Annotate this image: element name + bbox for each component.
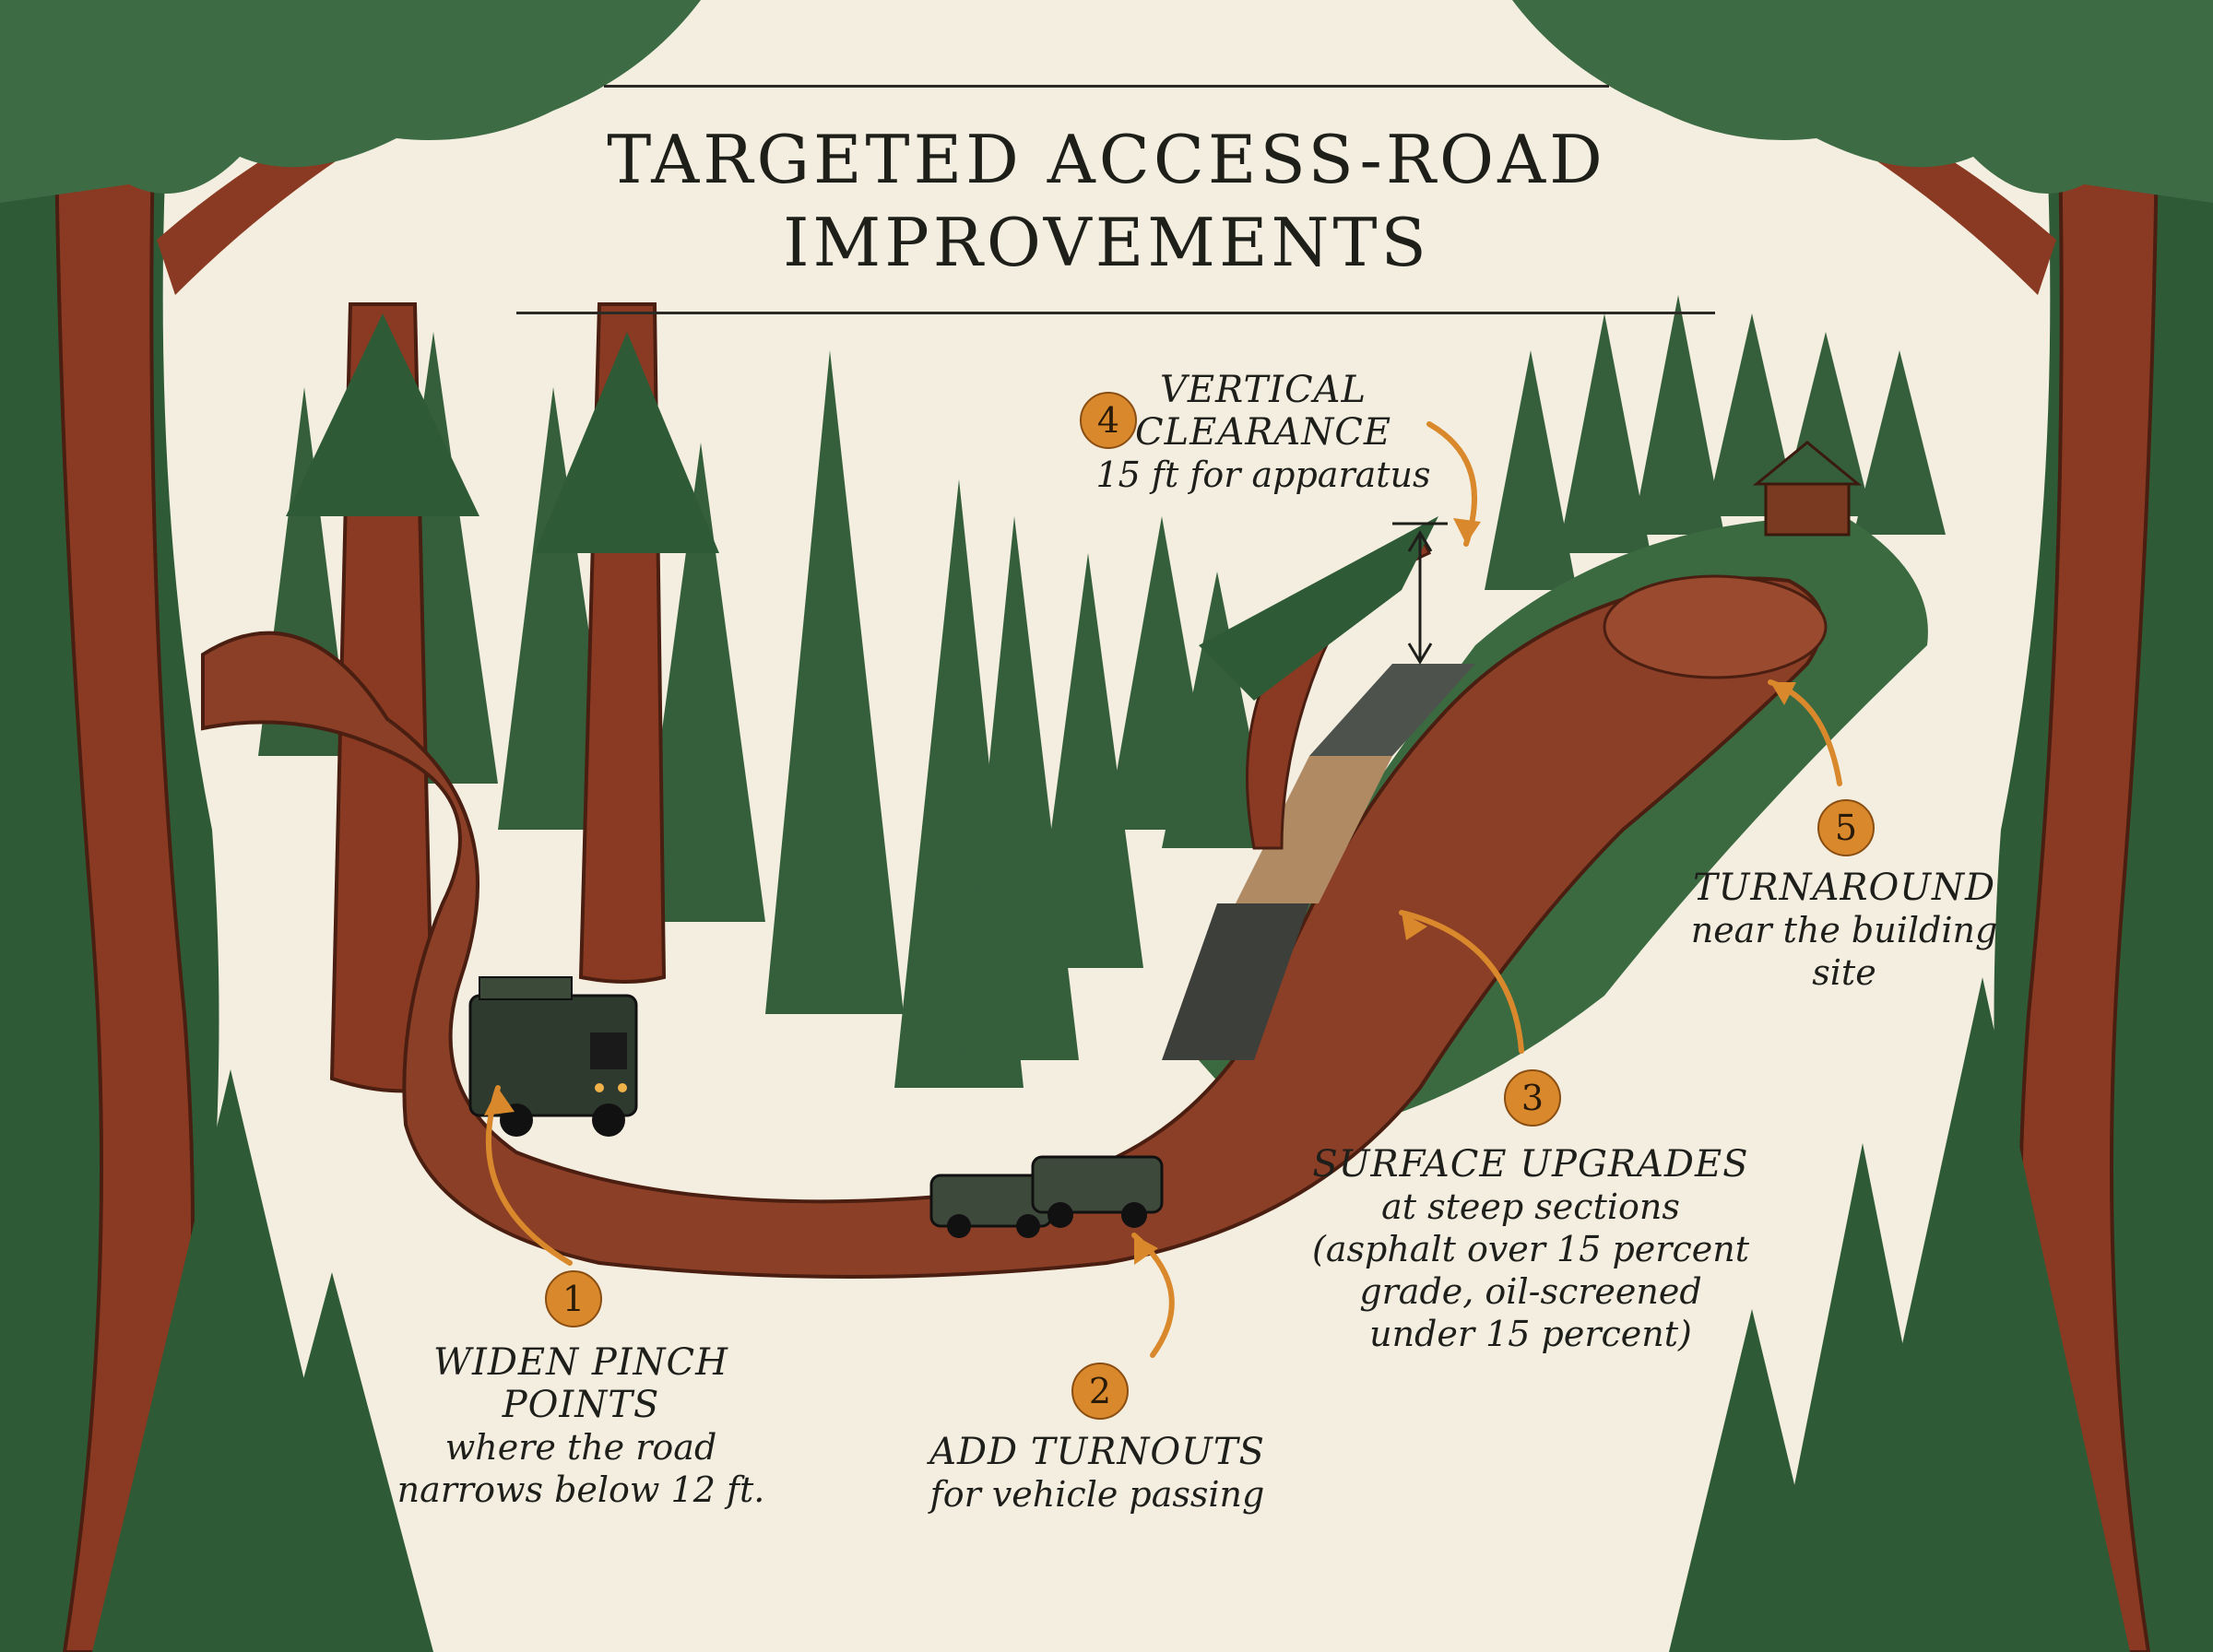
fire-engine <box>468 976 638 1137</box>
callout-5: TURNAROUND near the building site <box>1678 867 2010 994</box>
leaning-tree-foliage <box>1199 516 1438 701</box>
title-rule-top <box>604 85 1609 88</box>
callout-5-line-1: near the building <box>1690 910 1998 950</box>
clearance-marker <box>1392 522 1448 665</box>
callout-4-heading-2: CLEARANCE <box>1134 411 1392 454</box>
gravel-patch <box>1309 664 1475 756</box>
callout-3-heading: SURFACE UPGRADES <box>1312 1143 1749 1186</box>
callout-2: ADD TURNOUTS for vehicle passing <box>885 1431 1309 1516</box>
callout-4-badge: 4 <box>1080 392 1137 449</box>
foreground-firs <box>92 977 2130 1652</box>
turnaround-loop <box>1603 574 1828 679</box>
page-title-line-2: IMPROVEMENTS <box>783 204 1430 281</box>
callout-3-line-4: under 15 percent) <box>1369 1314 1692 1354</box>
callout-5-badge: 5 <box>1817 799 1875 856</box>
callout-1-line-2: narrows below 12 ft. <box>396 1469 765 1510</box>
left-frame-trunk <box>53 0 195 1652</box>
callout-5-line-2: site <box>1812 952 1876 993</box>
callout-2-line-1: for vehicle passing <box>929 1474 1265 1515</box>
callout-5-heading: TURNAROUND <box>1692 867 1996 909</box>
asphalt-patch <box>1162 903 1309 1060</box>
callout-1-badge: 1 <box>545 1270 602 1328</box>
arrow-1 <box>485 1085 573 1266</box>
callout-4-line-1: 15 ft for apparatus <box>1095 454 1431 495</box>
page-title-line-1: TARGETED ACCESS-ROAD <box>607 121 1606 198</box>
callout-2-badge: 2 <box>1071 1363 1129 1420</box>
callout-4: VERTICAL CLEARANCE 15 ft for apparatus <box>1070 369 1457 496</box>
vehicle-1 <box>929 1174 1053 1238</box>
top-left-foliage <box>0 0 701 203</box>
top-right-foliage <box>1512 0 2213 203</box>
oil-screen-patch <box>1236 756 1392 903</box>
callout-3: SURFACE UPGRADES at steep sections (asph… <box>1291 1143 1770 1355</box>
arrow-heads <box>484 518 1796 1265</box>
cabin <box>1752 441 1863 537</box>
right-frame-trunk <box>2018 0 2160 1652</box>
callout-4-heading: VERTICAL <box>1159 369 1367 411</box>
title-rule-bottom <box>516 312 1715 314</box>
callout-2-heading: ADD TURNOUTS <box>929 1431 1265 1473</box>
callout-1-line-1: where the road <box>444 1427 717 1468</box>
callout-3-line-3: grade, oil-screened <box>1359 1271 1702 1312</box>
arrow-3 <box>1399 910 1524 1054</box>
callout-3-line-1: at steep sections <box>1381 1186 1680 1227</box>
callout-1: WIDEN PINCH POINTS where the road narrow… <box>350 1341 811 1511</box>
vehicle-2 <box>1031 1155 1164 1228</box>
tall-trunk-foliage <box>286 313 719 553</box>
callout-3-badge: 3 <box>1504 1069 1561 1127</box>
callout-3-line-2: (asphalt over 15 percent <box>1312 1229 1749 1269</box>
callout-1-heading: WIDEN PINCH POINTS <box>432 1341 729 1426</box>
